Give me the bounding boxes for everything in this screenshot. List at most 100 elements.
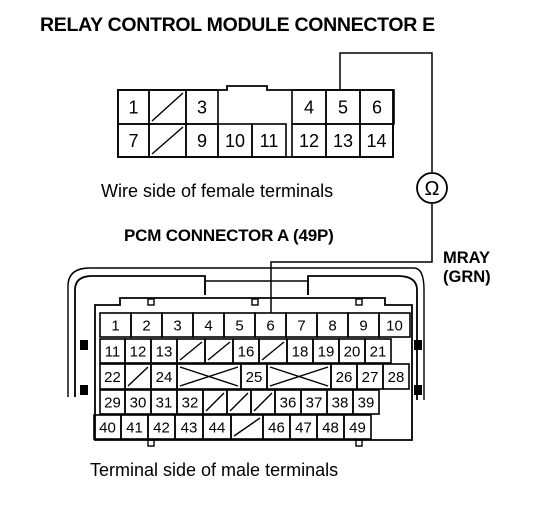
terminal-number: 4 bbox=[304, 97, 314, 117]
unused-terminal-slash bbox=[205, 392, 225, 412]
terminal-cell bbox=[343, 414, 372, 440]
terminal-number: 13 bbox=[156, 343, 173, 360]
wire-label-color: (GRN) bbox=[443, 268, 491, 286]
unused-terminal-slash bbox=[253, 392, 273, 412]
terminal-number: 9 bbox=[197, 131, 207, 151]
side-latch bbox=[80, 340, 88, 350]
body-post bbox=[355, 439, 363, 447]
terminal-number: 32 bbox=[182, 394, 199, 411]
terminal-number: 7 bbox=[297, 317, 305, 334]
test-lead-a bbox=[270, 204, 433, 313]
terminal-cell bbox=[352, 389, 380, 415]
terminal-number: 44 bbox=[209, 419, 226, 436]
unused-terminal-slash bbox=[127, 366, 149, 387]
connector-a-body bbox=[94, 297, 413, 441]
terminal-number: 29 bbox=[104, 394, 121, 411]
unused-terminal-slash bbox=[151, 126, 184, 155]
terminal-cell bbox=[382, 363, 410, 390]
terminal-number: 12 bbox=[130, 343, 147, 360]
ohmmeter-circle bbox=[416, 172, 448, 204]
unused-terminal-slash bbox=[179, 341, 203, 361]
terminal-number: 43 bbox=[181, 419, 198, 436]
terminal-number: 31 bbox=[156, 394, 173, 411]
terminal-number: 12 bbox=[299, 131, 319, 151]
wire-label-name: MRAY bbox=[443, 249, 491, 267]
terminal-cell bbox=[251, 123, 287, 158]
body-post bbox=[147, 439, 155, 447]
terminal-number: 22 bbox=[104, 369, 121, 386]
terminal-number: 25 bbox=[246, 369, 263, 386]
unused-terminal-slash bbox=[233, 417, 261, 437]
ohmmeter-icon: Ω bbox=[416, 172, 448, 204]
terminal-number: 47 bbox=[295, 419, 312, 436]
body-post bbox=[251, 298, 259, 306]
terminal-number: 39 bbox=[358, 394, 375, 411]
body-post bbox=[147, 298, 155, 306]
connector-a-caption: Terminal side of male terminals bbox=[90, 460, 339, 480]
terminal-number: 30 bbox=[130, 394, 147, 411]
terminal-number: 38 bbox=[332, 394, 349, 411]
terminal-number: 11 bbox=[105, 343, 121, 360]
terminal-number: 10 bbox=[225, 131, 245, 151]
terminal-number: 5 bbox=[235, 317, 243, 334]
side-latch bbox=[80, 385, 88, 395]
terminal-cell bbox=[359, 123, 394, 158]
terminal-number: 6 bbox=[266, 317, 274, 334]
terminal-number: 1 bbox=[128, 97, 138, 117]
terminal-number: 16 bbox=[238, 343, 255, 360]
terminal-number: 49 bbox=[349, 419, 366, 436]
terminal-number: 24 bbox=[156, 369, 173, 386]
terminal-number: 42 bbox=[153, 419, 170, 436]
connector-a-housing-outer bbox=[74, 275, 418, 400]
unused-terminal-slash bbox=[207, 341, 231, 361]
terminal-number: 4 bbox=[204, 317, 212, 334]
terminal-number: 19 bbox=[318, 343, 335, 360]
terminal-number: 5 bbox=[338, 97, 348, 117]
connector-a-rim bbox=[67, 267, 425, 400]
terminal-number: 46 bbox=[268, 419, 285, 436]
terminal-number: 8 bbox=[328, 317, 336, 334]
terminal-number: 2 bbox=[142, 317, 150, 334]
side-latch bbox=[414, 385, 422, 395]
terminal-number: 10 bbox=[386, 317, 403, 334]
terminal-number: 13 bbox=[333, 131, 353, 151]
unused-terminal-slash bbox=[261, 341, 285, 361]
terminal-number: 40 bbox=[99, 419, 116, 436]
side-latch bbox=[414, 340, 422, 350]
terminal-number: 3 bbox=[197, 97, 207, 117]
test-lead-e bbox=[339, 52, 433, 172]
terminal-cell bbox=[364, 338, 392, 364]
terminal-number: 28 bbox=[388, 369, 405, 386]
terminal-number: 36 bbox=[280, 394, 297, 411]
body-post bbox=[355, 298, 363, 306]
terminal-number: 11 bbox=[260, 131, 279, 151]
wire-label: MRAY (GRN) bbox=[443, 249, 491, 287]
terminal-cell bbox=[378, 312, 411, 338]
unused-terminal-slash bbox=[151, 92, 184, 122]
connector-e-title: RELAY CONTROL MODULE CONNECTOR E bbox=[40, 14, 435, 36]
unused-terminal-slash bbox=[229, 392, 249, 412]
terminal-number: 37 bbox=[306, 394, 323, 411]
terminal-number: 41 bbox=[126, 419, 143, 436]
terminal-number: 27 bbox=[362, 369, 379, 386]
connector-a-lock-tab bbox=[204, 280, 309, 295]
terminal-number: 14 bbox=[366, 131, 386, 151]
terminal-number: 7 bbox=[128, 131, 138, 151]
blocked-cross bbox=[269, 366, 329, 387]
terminal-number: 1 bbox=[111, 317, 119, 334]
blocked-cross bbox=[179, 366, 239, 387]
terminal-number: 9 bbox=[359, 317, 367, 334]
terminal-number: 18 bbox=[292, 343, 309, 360]
terminal-number: 6 bbox=[372, 97, 382, 117]
terminal-number: 20 bbox=[344, 343, 361, 360]
connector-a-title: PCM CONNECTOR A (49P) bbox=[124, 226, 334, 245]
terminal-number: 26 bbox=[336, 369, 353, 386]
terminal-number: 3 bbox=[173, 317, 181, 334]
test-wires bbox=[270, 52, 433, 313]
terminal-number: 21 bbox=[370, 343, 387, 360]
connector-e-caption: Wire side of female terminals bbox=[101, 181, 334, 201]
ohm-symbol: Ω bbox=[425, 178, 440, 200]
